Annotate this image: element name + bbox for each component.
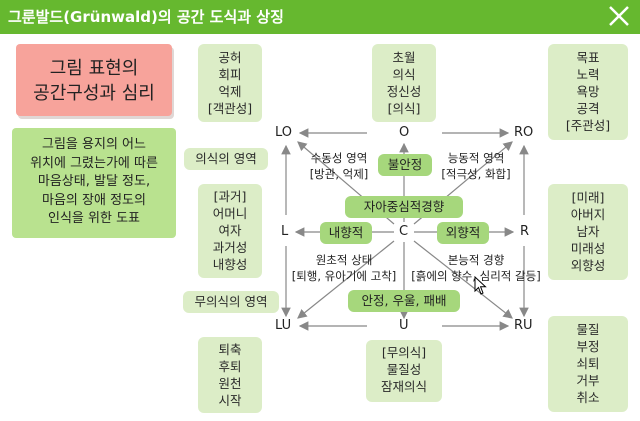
pill-narcissism: 자아중심적경향 bbox=[345, 196, 463, 218]
box-line: 부정 bbox=[576, 339, 600, 354]
box-line: 외향성 bbox=[570, 258, 606, 273]
box-line: 내향성 bbox=[212, 257, 248, 272]
description-line: 위치에 그렸는가에 따른 bbox=[30, 155, 158, 171]
box-line: 노력 bbox=[576, 67, 600, 82]
point-label-u: U bbox=[399, 318, 409, 333]
pill-introvert: 내향적 bbox=[320, 222, 372, 244]
box-line: [무의식] bbox=[381, 345, 427, 360]
point-label-ru: RU bbox=[514, 318, 533, 333]
pill-extrovert: 외향적 bbox=[437, 222, 489, 244]
annotation-line: [적극성, 화합] bbox=[441, 167, 511, 181]
description-box: 그림을 용지의 어느 위치에 그렸는가에 따른 마음상태, 발달 정도, 마음의… bbox=[12, 128, 176, 238]
box-top-left: 공허 회피 억제 [객관성] bbox=[198, 44, 262, 122]
box-line: 욕망 bbox=[576, 84, 600, 99]
box-top-center: 초월 의식 정신성 [의식] bbox=[372, 44, 436, 122]
point-label-lu: LU bbox=[275, 318, 292, 333]
mouse-cursor-icon bbox=[474, 276, 487, 295]
box-line: 거부 bbox=[576, 373, 600, 388]
box-line: 억제 bbox=[218, 84, 242, 99]
point-label-o: O bbox=[399, 125, 410, 140]
header-bar: 그룬발드(Grünwald)의 공간 도식과 상징 bbox=[0, 0, 640, 34]
description-line: 마음의 장애 정도의 bbox=[42, 192, 146, 208]
title-line: 그림 표현의 bbox=[49, 58, 139, 79]
box-line: 시작 bbox=[218, 393, 242, 408]
annotation-line: [퇴행, 유아기에 고착] bbox=[291, 269, 397, 283]
box-line: 원천 bbox=[218, 376, 242, 391]
pill-stability: 안정, 우울, 패배 bbox=[348, 290, 460, 312]
title-line: 공간구성과 심리 bbox=[33, 83, 155, 104]
point-label-c: C bbox=[399, 224, 409, 239]
box-line: 후퇴 bbox=[218, 359, 242, 374]
annotation-line: 본능적 경향 bbox=[447, 253, 505, 267]
pill-anxiety: 불안정 bbox=[378, 154, 432, 176]
box-line: 물질 bbox=[576, 322, 600, 337]
description-line: 인식을 위한 도표 bbox=[48, 211, 140, 226]
box-line: [의식] bbox=[387, 101, 421, 116]
annotation-primitive: 원초적 상태 [퇴행, 유아기에 고착] bbox=[286, 252, 402, 284]
box-line: 초월 bbox=[392, 50, 416, 65]
box-top-right: 목표 노력 욕망 공격 [주관성] bbox=[548, 44, 628, 140]
box-line: 미래성 bbox=[570, 241, 606, 256]
box-mid-left: [과거] 어머니 여자 과거성 내향성 bbox=[198, 184, 262, 278]
description-line: 마음상태, 발달 정도, bbox=[37, 174, 151, 189]
box-line: 무의식의 영역 bbox=[194, 294, 268, 309]
annotation-line: [흙에의 향수, 심리적 갈등] bbox=[411, 269, 541, 283]
annotation-line: 수동성 영역 bbox=[310, 151, 368, 165]
box-line: 공허 bbox=[218, 50, 242, 65]
point-label-r: R bbox=[520, 224, 530, 239]
box-line: 쇠퇴 bbox=[576, 356, 600, 371]
box-bottom-right: 물질 부정 쇠퇴 거부 취소 bbox=[548, 316, 628, 412]
box-line: 공격 bbox=[576, 101, 600, 116]
box-line: 물질성 bbox=[386, 362, 422, 377]
box-line: 어머니 bbox=[212, 206, 248, 221]
unconscious-area-label: 무의식의 영역 bbox=[183, 291, 279, 313]
annotation-active: 능동적 영역 [적극성, 화합] bbox=[430, 150, 522, 182]
box-line: [과거] bbox=[213, 189, 247, 204]
box-line: [주관성] bbox=[565, 118, 611, 133]
box-bottom-center: [무의식] 물질성 잠재의식 bbox=[366, 340, 442, 402]
annotation-line: 능동적 영역 bbox=[447, 151, 505, 165]
box-line: 의식 bbox=[392, 67, 416, 82]
annotation-line: 원초적 상태 bbox=[315, 253, 373, 267]
description-line: 그림을 용지의 어느 bbox=[42, 137, 146, 152]
annotation-line: [방관, 억제] bbox=[309, 167, 369, 181]
point-label-ro: RO bbox=[514, 125, 534, 140]
box-line: 여자 bbox=[218, 223, 242, 238]
close-icon[interactable] bbox=[606, 3, 632, 29]
page-title: 그룬발드(Grünwald)의 공간 도식과 상징 bbox=[8, 8, 284, 26]
box-line: 아버지 bbox=[570, 207, 606, 222]
box-line: 잠재의식 bbox=[380, 379, 427, 394]
annotation-instinct: 본능적 경향 [흙에의 향수, 심리적 갈등] bbox=[406, 252, 546, 284]
box-line: [객관성] bbox=[207, 101, 253, 116]
box-line: 정신성 bbox=[386, 84, 422, 99]
box-line: [미래] bbox=[571, 190, 605, 205]
box-line: 회피 bbox=[218, 67, 242, 82]
box-line: 취소 bbox=[576, 390, 600, 405]
box-mid-right: [미래] 아버지 남자 미래성 외향성 bbox=[548, 184, 628, 280]
box-bottom-left: 퇴축 후퇴 원천 시작 bbox=[198, 337, 262, 413]
point-label-lo: LO bbox=[275, 125, 293, 140]
annotation-passive: 수동성 영역 [방관, 억제] bbox=[294, 150, 384, 182]
box-line: 퇴축 bbox=[218, 342, 242, 357]
box-line: 의식의 영역 bbox=[195, 151, 257, 166]
box-line: 남자 bbox=[576, 224, 600, 239]
box-line: 과거성 bbox=[212, 240, 248, 255]
box-line: 목표 bbox=[576, 50, 600, 65]
point-label-l: L bbox=[281, 224, 289, 239]
conscious-area-label: 의식의 영역 bbox=[184, 148, 268, 170]
title-box: 그림 표현의 공간구성과 심리 bbox=[16, 44, 172, 116]
